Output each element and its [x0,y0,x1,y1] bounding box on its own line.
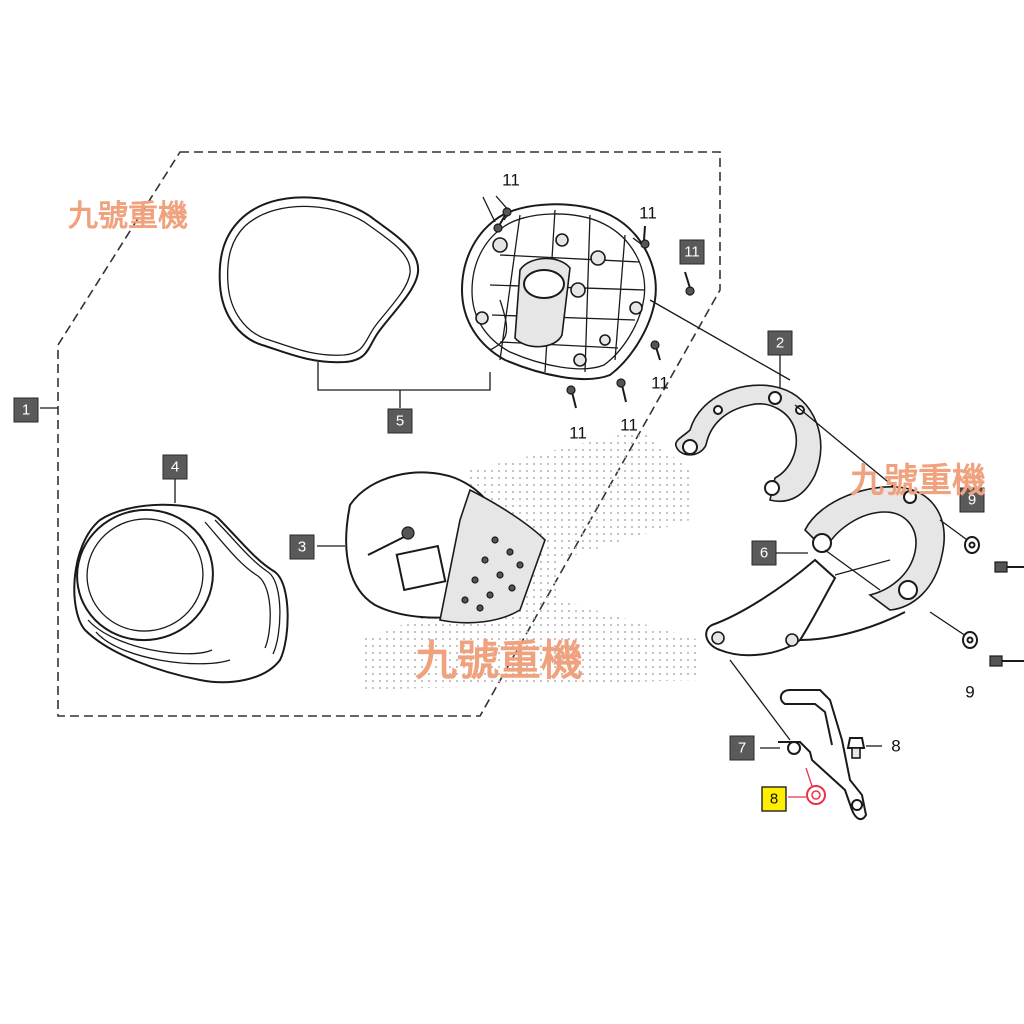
watermark-center: 九號重機 [415,636,583,685]
leader-bracket-link [729,659,791,741]
callout-3[interactable]: 3 [289,534,315,560]
svg-text:8: 8 [770,791,778,808]
svg-text:6: 6 [760,545,768,562]
bolt-8-right [846,737,882,759]
svg-text:2: 2 [776,335,784,352]
callout-5[interactable]: 5 [387,408,413,434]
svg-text:9: 9 [968,492,976,509]
wire-bracket [778,689,868,821]
alignment-line-b [794,404,911,501]
label-9-lower[interactable]: 9 [965,683,974,702]
lower-bracket [705,486,945,657]
leader-5 [317,362,491,408]
svg-text:11: 11 [684,244,700,261]
label-8-right[interactable]: 8 [891,737,900,756]
watermark-top-left: 九號重機 [68,199,188,234]
screw-11-group [482,195,695,409]
callout-4[interactable]: 4 [162,454,188,480]
label-11-top[interactable]: 11 [502,171,520,190]
label-11-right[interactable]: 11 [639,204,657,223]
gasket-inner [226,205,411,356]
rear-case [460,203,657,381]
svg-text:4: 4 [171,459,179,476]
washer-bolt-lower [929,611,1024,667]
callout-7[interactable]: 7 [729,735,755,761]
callout-6[interactable]: 6 [751,540,777,566]
callout-8-highlight[interactable]: 8 [761,786,787,812]
watermark-right: 九號重機 [850,461,986,501]
assembly-outline [57,151,721,717]
svg-text:3: 3 [298,539,306,556]
alignment-line-a [649,299,791,381]
svg-text:5: 5 [396,413,404,430]
callout-2[interactable]: 2 [767,330,793,356]
gasket [218,196,420,364]
meter-unit [345,471,546,624]
label-11-bottom-right[interactable]: 11 [620,416,638,435]
label-11-bottom-left[interactable]: 11 [569,424,587,443]
callout-1[interactable]: 1 [13,397,39,423]
mounting-bracket-upper [674,384,822,502]
label-11-mid[interactable]: 11 [651,374,669,393]
svg-text:1: 1 [22,402,30,419]
bolt-8-highlight [788,767,826,805]
meter-cover [73,503,289,684]
callout-9-boxed[interactable]: 9 [959,487,985,513]
callout-11-boxed[interactable]: 11 [679,239,705,265]
svg-text:7: 7 [738,740,746,757]
washer-bolt-upper [939,519,1024,573]
